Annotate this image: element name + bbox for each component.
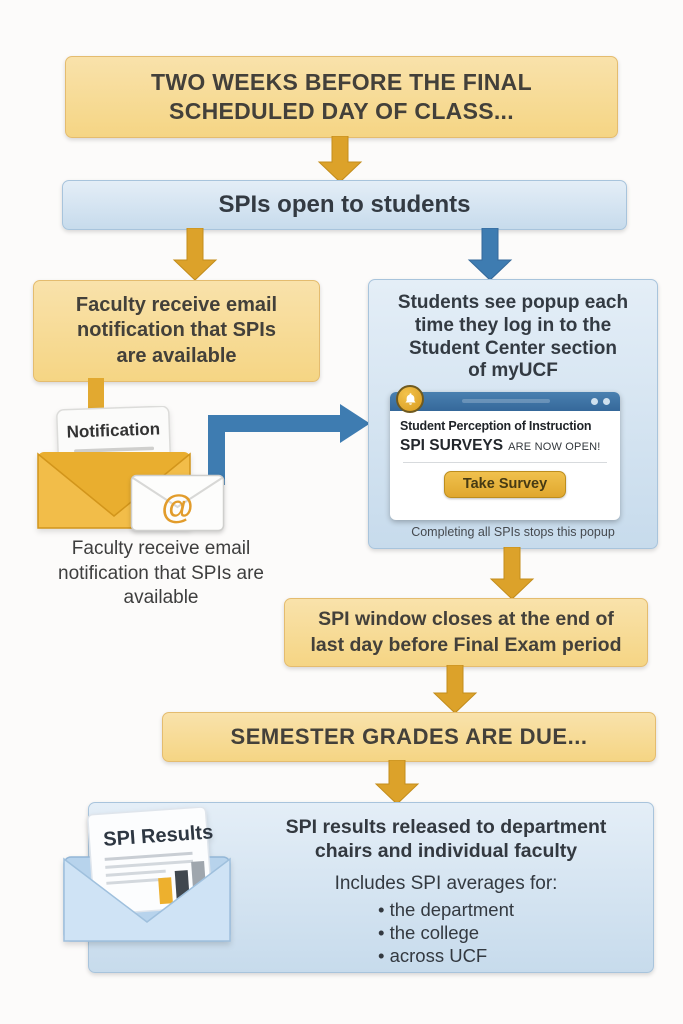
bar-chart-gold-bar [158, 877, 173, 905]
elbow-arrow-email-to-popup [208, 404, 370, 485]
at-symbol: @ [161, 488, 193, 525]
box-students-popup-line2: time they log in to the [414, 314, 612, 336]
titlebar-highlight [462, 399, 550, 403]
email-at-icon: @ [130, 474, 225, 532]
results-envelope-icon: SPI Results [63, 807, 231, 942]
envelope-caption-line2: notification that SPIs are [58, 562, 264, 584]
popup-status-line: SPI SURVEYS ARE NOW OPEN! [400, 437, 610, 455]
box-grades-due: SEMESTER GRADES ARE DUE... [162, 712, 656, 762]
box-faculty-email: Faculty receive email notification that … [33, 280, 320, 382]
arrow-to-results [374, 760, 420, 805]
popup-status-rest: ARE NOW OPEN! [508, 441, 601, 453]
box-students-popup: Students see popup each time they log in… [368, 279, 658, 549]
box-students-popup-line4: of myUCF [468, 360, 558, 382]
titlebar-dot-icon [603, 398, 610, 405]
bell-badge [396, 385, 424, 413]
popup-divider [403, 462, 607, 463]
arrow-to-window-closes [489, 547, 535, 600]
results-subheading: Includes SPI averages for: [334, 872, 558, 894]
popup-heading: Student Perception of Instruction [400, 419, 592, 433]
box-spi-results-text: SPI results released to department chair… [247, 815, 645, 968]
box-spis-open-label: SPIs open to students [218, 191, 471, 218]
box-window-closes-line2: last day before Final Exam period [310, 633, 622, 656]
box-students-popup-line3: Student Center section [409, 337, 617, 359]
arrow-to-spis-open [317, 136, 363, 182]
bell-icon [404, 392, 416, 405]
envelope-caption: Faculty receive email notification that … [15, 537, 307, 611]
popup-status-bold: SPI SURVEYS [400, 437, 504, 454]
envelope-caption-line3: available [123, 587, 199, 609]
results-bullet-department: • the department [377, 898, 515, 920]
results-bullet-ucf: • across UCF [377, 945, 488, 967]
titlebar-dot-icon [591, 398, 598, 405]
box-spi-results: SPI Results SPI results released to depa… [63, 802, 654, 973]
spi-popup-window: Student Perception of Instruction SPI SU… [390, 385, 620, 520]
box-grades-due-label: SEMESTER GRADES ARE DUE... [230, 724, 588, 749]
results-heading-line2: chairs and individual faculty [314, 840, 578, 863]
popup-footnote: Completing all SPIs stops this popup [411, 525, 615, 539]
box-faculty-email-line3: are available [116, 344, 237, 367]
notification-envelope-icon: Notification [37, 406, 191, 529]
box-faculty-email-line1: Faculty receive email [75, 293, 278, 316]
arrow-to-grades-due [432, 665, 478, 714]
box-faculty-email-line2: notification that SPIs [77, 319, 276, 342]
box-window-closes: SPI window closes at the end of last day… [284, 598, 648, 667]
results-bullet-list: • the department • the college • across … [378, 898, 514, 968]
box-two-weeks-line1: TWO WEEKS BEFORE THE FINAL [151, 69, 532, 96]
notification-paper-label: Notification [66, 419, 160, 441]
envelope-caption-line1: Faculty receive email [71, 538, 251, 559]
box-spis-open: SPIs open to students [62, 180, 627, 230]
box-two-weeks-line2: SCHEDULED DAY OF CLASS... [169, 98, 514, 124]
results-bullet-college: • the college [377, 922, 480, 944]
popup-content: Student Perception of Instruction SPI SU… [390, 411, 620, 498]
box-two-weeks-before: TWO WEEKS BEFORE THE FINAL SCHEDULED DAY… [65, 56, 618, 138]
results-heading-line1: SPI results released to department [285, 816, 607, 838]
box-students-popup-line1: Students see popup each [397, 292, 629, 313]
take-survey-button[interactable]: Take Survey [443, 471, 567, 498]
popup-titlebar [390, 385, 620, 413]
arrow-to-faculty-box [172, 228, 218, 281]
arrow-to-students-box [467, 228, 513, 281]
box-students-popup-title: Students see popup each time they log in… [369, 280, 657, 383]
results-heading: SPI results released to department chair… [247, 815, 645, 864]
box-window-closes-line1: SPI window closes at the end of [318, 608, 614, 631]
